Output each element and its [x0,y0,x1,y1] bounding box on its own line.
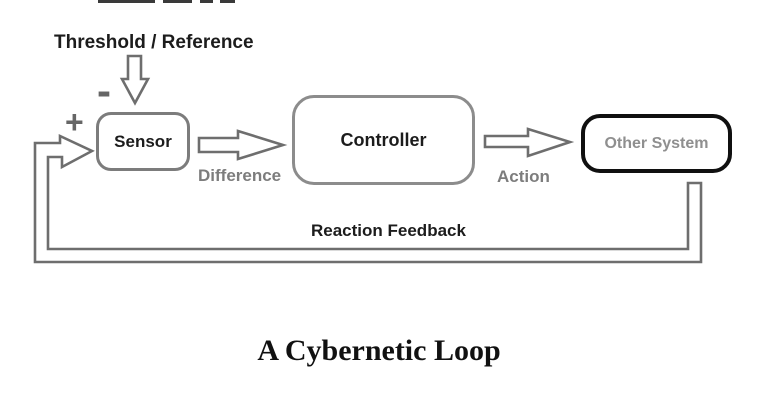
controller-box: Controller [292,95,475,185]
right-arrow-icon [483,127,575,158]
plus-sign: + [65,104,84,140]
cropped-text-remnant [163,0,192,3]
cropped-text-remnant [98,0,155,3]
other-system-box: Other System [581,114,732,173]
feedback-loop-arrow-icon [33,133,703,264]
sensor-box: Sensor [96,112,190,171]
sensor-box-label: Sensor [114,131,172,151]
cropped-text-remnant [200,0,213,3]
minus-sign: - [97,67,111,114]
difference-label: Difference [198,166,282,185]
right-arrow-icon [197,129,288,161]
action-label: Action [497,167,550,186]
controller-box-label: Controller [340,129,427,150]
other-system-box-label: Other System [604,134,709,152]
cropped-text-remnant [220,0,235,3]
threshold-reference-label: Threshold / Reference [54,32,254,53]
reaction-feedback-label: Reaction Feedback [311,221,466,240]
diagram-title: A Cybernetic Loop [257,334,501,367]
down-arrow-icon [119,54,151,106]
